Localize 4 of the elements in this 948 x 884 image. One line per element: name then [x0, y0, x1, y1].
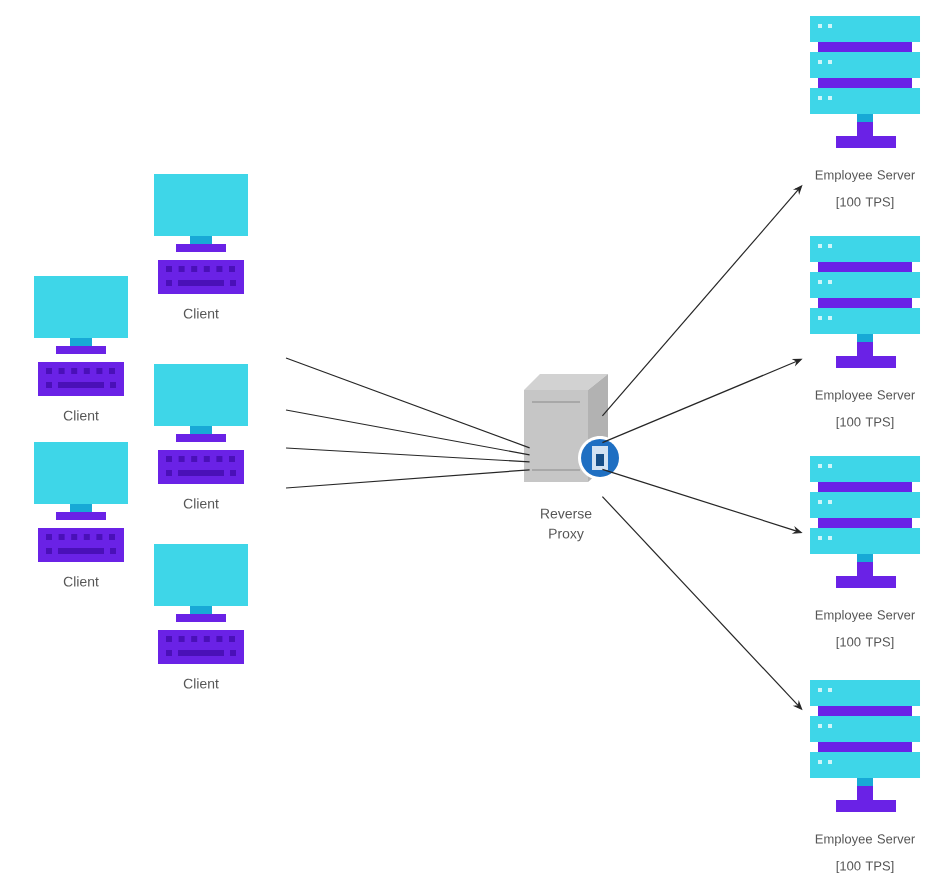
- connector-line: [285, 409, 531, 456]
- connector-line: [285, 469, 531, 489]
- connector-line: [285, 357, 531, 449]
- connector-line: [285, 447, 531, 463]
